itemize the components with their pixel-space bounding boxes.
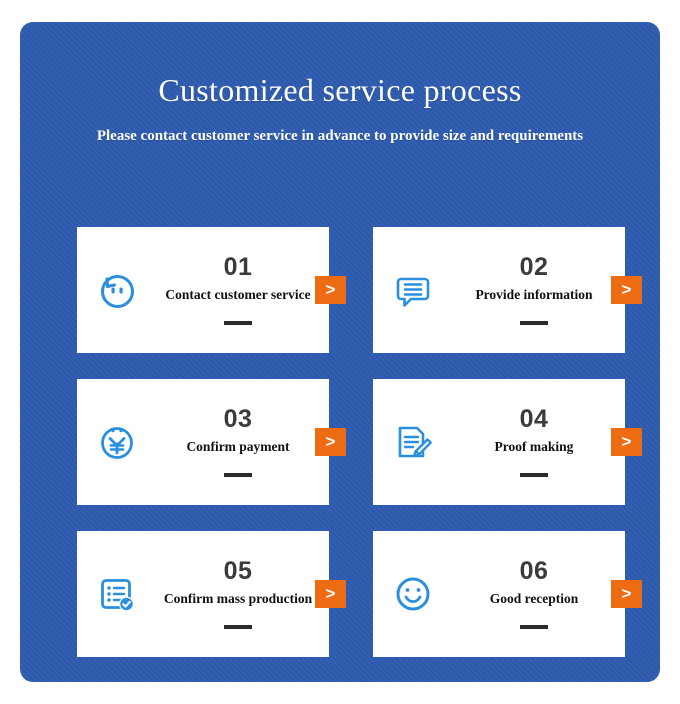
customer-service-face-icon [77, 227, 151, 353]
step-arrow-button[interactable]: > [315, 580, 346, 608]
step-divider-dash [224, 472, 252, 477]
step-card-body: 05 Confirm mass production [151, 531, 329, 657]
step-label: Provide information [475, 287, 593, 303]
step-divider-dash [520, 320, 548, 325]
step-card-05[interactable]: 05 Confirm mass production > [77, 531, 346, 657]
checklist-check-badge-icon [77, 531, 151, 657]
service-process-panel: Customized service process Please contac… [20, 22, 660, 682]
chevron-right-icon: > [621, 280, 632, 299]
step-arrow-button[interactable]: > [611, 276, 642, 304]
step-label: Good reception [489, 591, 579, 607]
step-arrow-button[interactable]: > [315, 276, 346, 304]
step-number: 01 [223, 253, 253, 282]
chevron-right-icon: > [621, 584, 632, 603]
step-card-body: 04 Proof making [447, 379, 625, 505]
step-label: Contact customer service [165, 287, 311, 303]
chevron-right-icon: > [325, 280, 336, 299]
step-divider-dash [224, 320, 252, 325]
step-label: Confirm mass production [163, 591, 313, 607]
steps-row-2: 03 Confirm payment > [77, 379, 642, 505]
step-card-body: 03 Confirm payment [151, 379, 329, 505]
step-number: 04 [519, 405, 549, 434]
steps-row-1: 01 Contact customer service > [77, 227, 642, 353]
step-card-body: 02 Provide information [447, 227, 625, 353]
step-divider-dash [520, 624, 548, 629]
step-card-04[interactable]: 04 Proof making > [373, 379, 642, 505]
page-title: Customized service process [158, 72, 522, 108]
steps-grid: 01 Contact customer service > [77, 227, 642, 657]
step-number: 05 [223, 557, 253, 586]
step-card-body: 01 Contact customer service [151, 227, 329, 353]
chevron-right-icon: > [325, 584, 336, 603]
step-arrow-button[interactable]: > [611, 580, 642, 608]
step-card-02[interactable]: 02 Provide information > [373, 227, 642, 353]
step-number: 03 [223, 405, 253, 434]
step-label: Confirm payment [186, 439, 290, 455]
step-number: 06 [519, 557, 549, 586]
step-arrow-button[interactable]: > [315, 428, 346, 456]
step-arrow-button[interactable]: > [611, 428, 642, 456]
steps-row-3: 05 Confirm mass production > [77, 531, 642, 657]
step-card-body: 06 Good reception [447, 531, 625, 657]
step-card-01[interactable]: 01 Contact customer service > [77, 227, 346, 353]
chevron-right-icon: > [621, 432, 632, 451]
step-card-06[interactable]: 06 Good reception > [373, 531, 642, 657]
smiley-face-icon [373, 531, 447, 657]
step-number: 02 [519, 253, 549, 282]
step-label: Proof making [494, 439, 574, 455]
document-pencil-icon [373, 379, 447, 505]
chevron-right-icon: > [325, 432, 336, 451]
step-divider-dash [224, 624, 252, 629]
step-card-03[interactable]: 03 Confirm payment > [77, 379, 346, 505]
page-subtitle: Please contact customer service in advan… [96, 128, 584, 144]
yen-coin-face-icon [77, 379, 151, 505]
step-divider-dash [520, 472, 548, 477]
speech-bubble-lines-icon [373, 227, 447, 353]
